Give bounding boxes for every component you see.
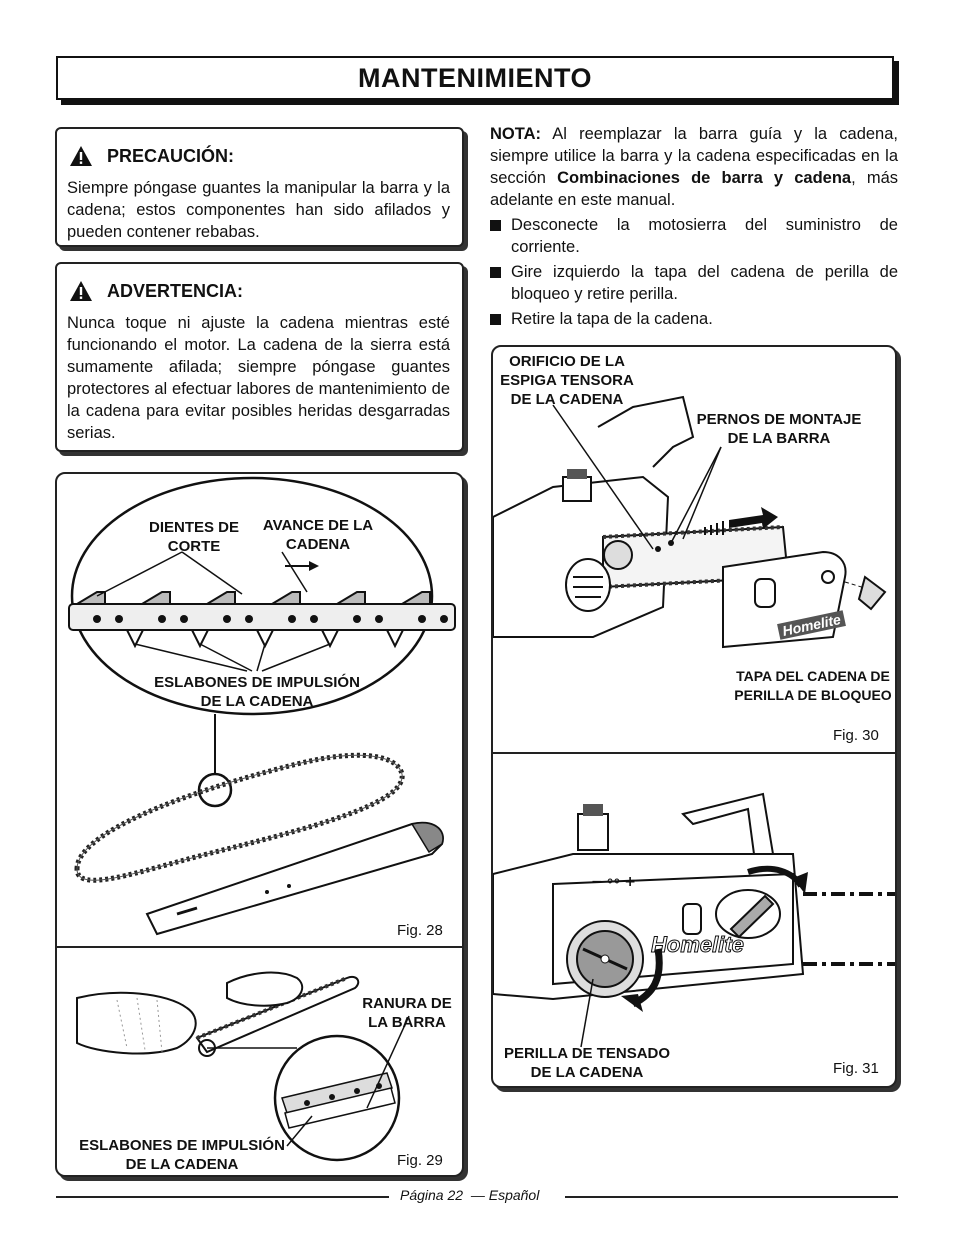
note-block: NOTA: Al reemplazar la barra guía y la c… [490,123,898,330]
figure-divider [57,946,462,948]
warning-heading: ADVERTENCIA: [107,280,244,301]
caution-header: PRECAUCIÓN: [69,145,462,167]
warning-triangle-icon [70,146,92,166]
callout-line: PERNOS DE MONTAJE [696,411,862,428]
note-label: NOTA: [490,125,542,143]
caution-box: PRECAUCIÓN: Siempre póngase guantes la m… [55,127,464,247]
callout-line: AVANCE DE LA [262,517,374,534]
chainsaw-cover-removal-illustration [493,395,887,649]
figure-divider [493,752,895,754]
step-text: Desconecte la motosierra del suministro … [511,216,898,256]
chain-tension-knob-illustration: − ⚯ + [493,792,895,1048]
callout-line: CADENA [285,536,351,553]
callout-line: ESLABONES DE IMPULSIÓN [154,674,360,691]
caution-text: Siempre póngase guantes la manipular la … [67,179,450,241]
callout-line: ESLABONES DE IMPULSIÓN [79,1137,285,1154]
warning-triangle-icon [70,281,92,301]
callout-line: DE LA CADENA [510,391,624,408]
fig31-label: Fig. 31 [833,1060,879,1077]
step-item: Gire izquierdo la tapa del cadena de per… [490,261,898,305]
callout-tension-knob: PERILLA DE TENSADO DE LA CADENA [497,1044,677,1082]
note-text-before: Al reemplazar la barra guía y la cadena,… [490,125,898,187]
callout-tension-pin-hole: ORIFICIO DE LA ESPIGA TENSORA DE LA CADE… [497,352,637,409]
svg-text:− ⚯ +: − ⚯ + [591,874,636,890]
callout-drive-links: ESLABONES DE IMPULSIÓN DE LA CADENA [127,673,387,711]
callout-line: LA BARRA [368,1014,446,1031]
bullet-square-icon [490,314,501,325]
footer-rule-left [56,1196,389,1198]
fig28-29-frame: DIENTES DE CORTE AVANCE DE LA CADENA ESL… [55,472,464,1177]
callout-cover-knob: TAPA DEL CADENA DE PERILLA DE BLOQUEO [733,667,893,705]
fig30-label: Fig. 30 [833,727,879,744]
callout-line: PERILLA DE TENSADO [503,1045,671,1062]
callout-line: PERILLA DE BLOQUEO [734,687,892,703]
footer-rule-right [565,1196,898,1198]
callout-line: TAPA DEL CADENA DE [736,668,890,684]
warning-text: Nunca toque ni ajuste la cadena mientras… [67,314,450,442]
step-item: Retire la tapa de la cadena. [490,308,898,330]
callout-line: DIENTES DE [148,519,239,536]
gloved-hands-chain-illustration [76,971,410,1162]
callout-line: DE LA BARRA [727,430,831,447]
callout-line: DE LA CADENA [530,1064,644,1081]
warning-header: ADVERTENCIA: [69,280,462,302]
fig29-label: Fig. 29 [397,1152,443,1169]
step-item: Desconecte la motosierra del suministro … [490,214,898,258]
callout-line: ORIFICIO DE LA [509,353,625,370]
callout-drive-links-fig29: ESLABONES DE IMPULSIÓN DE LA CADENA [67,1136,297,1174]
bullet-square-icon [490,220,501,231]
fig30-31-frame: Homelite ORIFICIO DE LA ESPIGA TENSORA D… [491,345,897,1088]
callout-chain-travel: AVANCE DE LA CADENA [253,516,383,554]
callout-line: DE LA CADENA [125,1156,239,1173]
note-text-after: , más adelante en este manual. [490,169,899,209]
callout-cutting-teeth: DIENTES DE CORTE [139,518,249,556]
note-bold-ref: Combinaciones de barra y cadena [557,169,852,187]
callout-bar-bolts: PERNOS DE MONTAJE DE LA BARRA [689,410,869,448]
brand-logo-fig31: Homelite [651,932,745,958]
warning-box: ADVERTENCIA: Nunca toque ni ajuste la ca… [55,262,464,452]
fig28-label: Fig. 28 [397,922,443,939]
note-paragraph: NOTA: Al reemplazar la barra guía y la c… [490,123,898,211]
page-title: MANTENIMIENTO [358,63,592,93]
caution-heading: PRECAUCIÓN: [107,145,235,166]
callout-line: DE LA CADENA [200,693,314,710]
callout-line: CORTE [167,538,221,555]
footer-page: Página 22 [400,1187,464,1203]
footer-lang: — Español [470,1187,540,1203]
footer-text: Página 22 — Español [400,1187,539,1203]
callout-line: RANURA DE [362,995,452,1012]
callout-line: ESPIGA TENSORA [500,372,634,389]
chain-and-bar-illustration [68,476,456,936]
step-text: Gire izquierdo la tapa del cadena de per… [511,263,898,303]
step-text: Retire la tapa de la cadena. [511,310,713,328]
bullet-square-icon [490,267,501,278]
callout-bar-groove: RANURA DE LA BARRA [357,994,457,1032]
page-title-bar: MANTENIMIENTO [56,56,894,100]
